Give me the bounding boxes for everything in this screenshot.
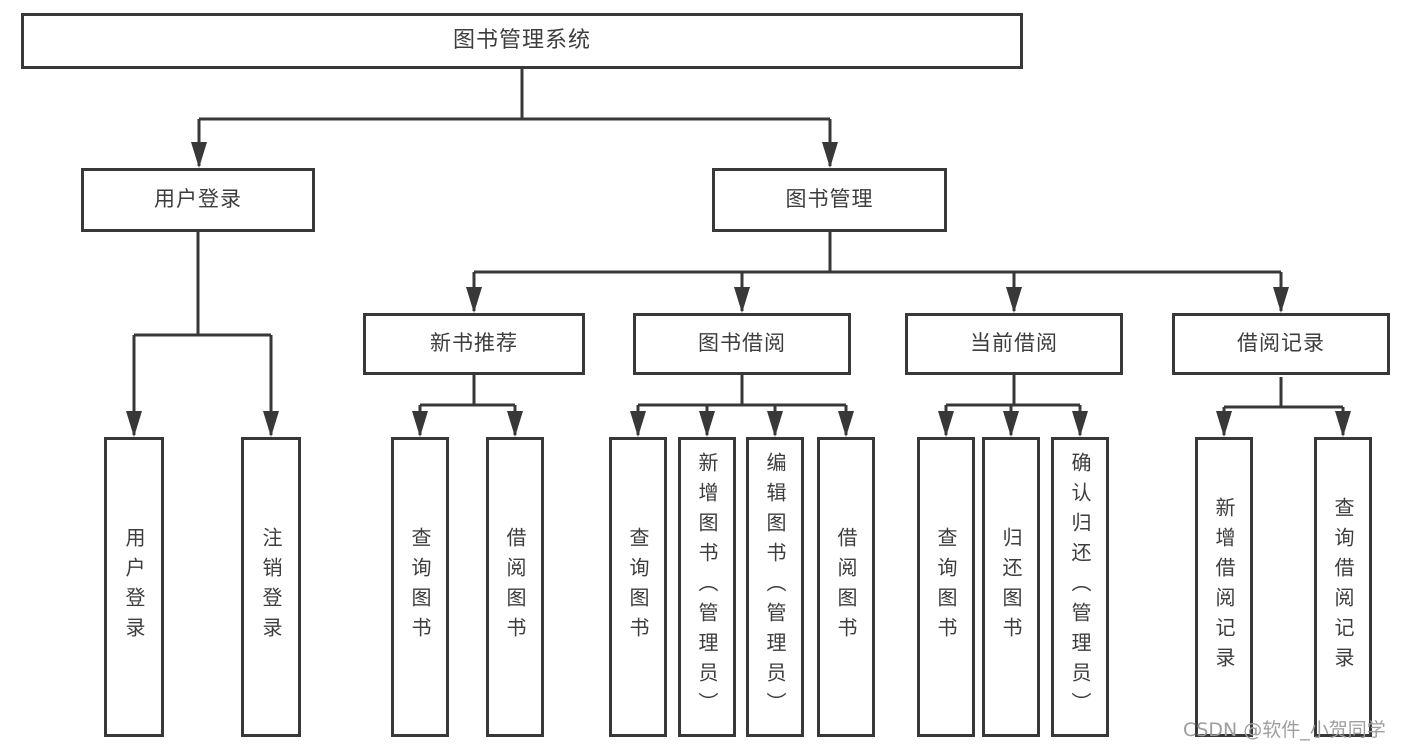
connector-borrow-record-split (1222, 377, 1345, 435)
arrow-down-icon (1216, 411, 1232, 437)
node-borrow-records: 借阅记录 (1172, 313, 1390, 375)
arrow-down-icon (1003, 411, 1019, 437)
leaf-confirm-return-admin: 确认归还（管理员） (1051, 437, 1109, 737)
leaf-borrow-books-recommend: 借阅图书 (486, 437, 544, 737)
arrow-down-icon (191, 142, 207, 168)
arrow-down-icon (1006, 287, 1022, 313)
connector-user-login-split (132, 232, 273, 435)
leaf-query-books-current: 查询图书 (917, 437, 975, 737)
arrow-down-icon (838, 411, 854, 437)
leaf-query-borrow-record: 查询借阅记录 (1314, 437, 1372, 737)
arrowheads (126, 142, 1351, 437)
node-new-book-recommend: 新书推荐 (363, 313, 585, 375)
arrow-down-icon (466, 287, 482, 313)
leaf-add-books-admin: 新增图书（管理员） (678, 437, 736, 737)
node-library-management-system: 图书管理系统 (21, 13, 1023, 69)
arrow-down-icon (938, 411, 954, 437)
arrow-down-icon (822, 142, 838, 168)
node-book-management: 图书管理 (712, 168, 947, 232)
arrow-down-icon (630, 411, 646, 437)
connector-new-book-split (418, 375, 517, 435)
leaf-borrow-books: 借阅图书 (817, 437, 875, 737)
leaf-logout-login: 注销登录 (241, 437, 301, 737)
connector-book-borrow-split (636, 375, 848, 435)
arrow-down-icon (734, 287, 750, 313)
arrow-down-icon (699, 411, 715, 437)
arrow-down-icon (263, 411, 279, 437)
leaf-query-books-borrow: 查询图书 (609, 437, 667, 737)
leaf-user-login: 用户登录 (104, 437, 164, 737)
arrow-down-icon (767, 411, 783, 437)
connector-root-split (197, 69, 832, 166)
node-book-borrow: 图书借阅 (633, 313, 851, 375)
connector-book-management-split (472, 232, 1283, 311)
arrow-down-icon (1072, 411, 1088, 437)
arrow-down-icon (412, 411, 428, 437)
leaf-add-borrow-record: 新增借阅记录 (1195, 437, 1253, 737)
node-user-login: 用户登录 (81, 168, 315, 232)
leaf-edit-books-admin: 编辑图书（管理员） (746, 437, 804, 737)
arrow-down-icon (1335, 411, 1351, 437)
csdn-watermark: CSDN @软件_小贺同学 (1183, 719, 1386, 741)
arrow-down-icon (1273, 287, 1289, 313)
leaf-query-books-recommend: 查询图书 (391, 437, 449, 737)
leaf-return-books: 归还图书 (982, 437, 1040, 737)
node-current-borrow: 当前借阅 (905, 313, 1123, 375)
arrow-down-icon (126, 411, 142, 437)
arrow-down-icon (507, 411, 523, 437)
